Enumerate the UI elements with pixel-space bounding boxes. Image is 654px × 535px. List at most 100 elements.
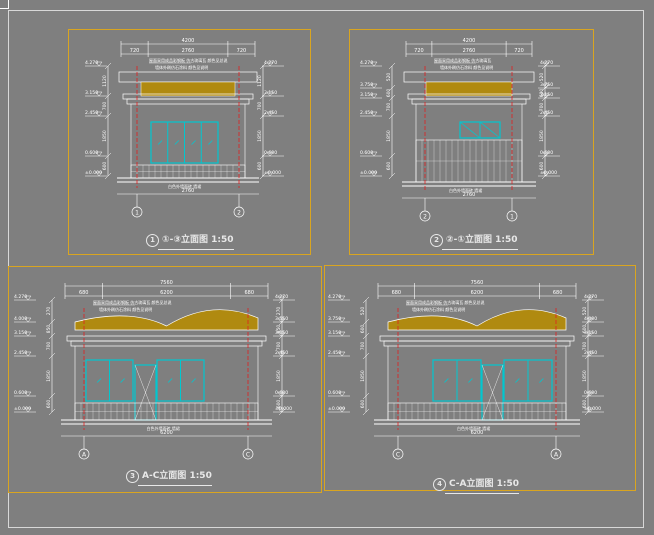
panel1-seg-right-label: 720 xyxy=(237,48,247,54)
panel4-elev-left-marker xyxy=(338,295,346,301)
panel3-window-hinge xyxy=(120,378,125,383)
panel3-elev-right-3: 2.450 xyxy=(275,350,288,356)
panel2-elev-right-1: 3.750 xyxy=(540,82,553,88)
panel3-top-total-label: 7560 xyxy=(160,280,173,286)
panel3-elev-right-marker xyxy=(277,391,285,397)
panel4-note-roof: 屋面采用成品彩钢板 仿古琉璃瓦 颜色见总说 xyxy=(406,299,485,305)
panel3-elev-right-2: 3.150 xyxy=(275,330,288,336)
panel2-roof-fill xyxy=(425,81,513,97)
panel3-elev-left-1: 4.000 xyxy=(14,316,27,322)
elevation-panel-1[interactable] xyxy=(68,29,311,255)
panel4-elev-right-2: 3.150 xyxy=(584,330,597,336)
panel3-vdim-label: 1850 xyxy=(46,370,52,382)
panel2-vdim-label: 600 xyxy=(386,162,392,171)
panel2-elev-left-3: 2.450 xyxy=(360,110,373,116)
panel2-elev-left-0: 4.270 xyxy=(360,60,373,66)
panel3-vdim-label: 850 xyxy=(276,325,282,334)
panel1-vdim-tick xyxy=(104,112,112,120)
panel3-vdim-label: 600 xyxy=(46,400,52,409)
panel4-vdim-label: 600 xyxy=(360,325,366,334)
panel2-note-roof: 屋面采用成品彩钢板 仿古琉璃瓦 xyxy=(434,57,491,63)
panel2-vdim-label: 520 xyxy=(386,73,392,82)
elevation-panel-4[interactable] xyxy=(324,265,636,491)
panel2-top-total-label: 4200 xyxy=(463,38,476,44)
panel4-door-swing xyxy=(481,364,504,421)
panel1-top-total-label: 4200 xyxy=(182,38,195,44)
panel3-elev-right-marker xyxy=(277,295,285,301)
panel4-elev-left-marker xyxy=(338,331,346,337)
panel1-seg-left-label: 720 xyxy=(130,48,140,54)
panel1-elev-left-marker xyxy=(95,151,103,157)
panel2-elev-right-marker xyxy=(542,93,550,99)
panel1-elev-right-marker xyxy=(266,111,274,117)
panel2-vdim-label: 520 xyxy=(539,73,545,82)
panel2-elev-left-marker xyxy=(370,111,378,117)
panel4-top-total-label: 7560 xyxy=(471,280,484,286)
panel1-elev-left-marker xyxy=(95,61,103,67)
panel4-note-wall: 墙体外刷仿石涂料 颜色见说明 xyxy=(412,306,465,312)
panel3-elev-right-marker xyxy=(277,317,285,323)
panel3-vdim-label: 850 xyxy=(46,325,52,334)
panel4-seg-left-label: 680 xyxy=(392,290,402,296)
panel3-vdim-label: 700 xyxy=(46,342,52,351)
panel1-elev-left-4: ±0.000 xyxy=(85,170,102,176)
panel3-axis-bubble-2 xyxy=(242,448,254,460)
panel3-elev-left-4: 0.600 xyxy=(14,390,27,396)
panel3-note-plinth: 白色外墙面砖 墙裙 xyxy=(147,425,180,431)
panel3-vdim-tick xyxy=(278,408,286,416)
panel4-elev-right-3: 2.450 xyxy=(584,350,597,356)
panel2-elev-left-5: ±0.000 xyxy=(360,170,377,176)
panel2-elev-right-marker xyxy=(542,61,550,67)
panel3-vdim-label: 270 xyxy=(276,307,282,316)
panel-title-text-3: A-C立面图 1:50 xyxy=(142,471,212,481)
panel3-note-wall: 墙体外刷仿石涂料 颜色见说明 xyxy=(99,306,152,312)
panel3-roof-arch xyxy=(74,309,259,331)
viewport-corner-marker xyxy=(0,0,9,9)
panel3-window-hinge xyxy=(167,378,173,383)
panel2-elev-right-marker xyxy=(542,151,550,157)
panel4-axis-bubble-1 xyxy=(392,448,404,460)
panel4-elev-left-1: 3.750 xyxy=(328,316,341,322)
panel2-vdim-tick xyxy=(388,152,396,160)
panel4-elev-right-marker xyxy=(586,351,594,357)
panel4-elev-left-3: 2.450 xyxy=(328,350,341,356)
panel2-vdim-label: 700 xyxy=(539,103,545,112)
panel3-vdim-tick xyxy=(278,332,286,340)
elevation-panel-3[interactable] xyxy=(8,266,322,493)
panel1-elev-right-marker xyxy=(266,91,274,97)
panel4-elev-left-5: ±0.000 xyxy=(328,406,345,412)
panel4-axis-label-2: A xyxy=(554,452,559,459)
panel3-elev-left-marker xyxy=(24,407,32,413)
panel3-vdim-tick xyxy=(278,318,286,326)
panel3-vdim-tick xyxy=(48,352,56,360)
panel3-elev-left-marker xyxy=(24,317,32,323)
panel3-elev-left-3: 2.450 xyxy=(14,350,27,356)
panel4-cornice-lower xyxy=(383,340,571,347)
panel2-elev-right-marker xyxy=(542,171,550,177)
panel3-elev-right-5: ±0.000 xyxy=(275,406,292,412)
panel3-elev-right-marker xyxy=(277,407,285,413)
panel3-cornice-upper xyxy=(66,335,267,342)
panel4-elev-right-marker xyxy=(586,391,594,397)
elevation-panel-2[interactable] xyxy=(349,29,594,255)
panel1-vdim-label: 600 xyxy=(102,162,108,171)
panel2-bottom-mid-label: 2760 xyxy=(463,192,476,198)
panel3-elev-right-marker xyxy=(277,351,285,357)
panel4-elev-left-marker xyxy=(338,407,346,413)
panel2-vdim-label: 1850 xyxy=(539,130,545,142)
panel4-vdim-tick xyxy=(584,352,592,360)
panel1-note-wall: 墙体外刷仿石涂料 颜色见说明 xyxy=(155,64,208,70)
panel4-elev-right-marker xyxy=(586,295,594,301)
panel3-elev-left-5: ±0.000 xyxy=(14,406,31,412)
panel1-elev-left-2: 2.450 xyxy=(85,110,98,116)
panel3-window-hinge xyxy=(191,378,196,383)
panel2-vdim-tick xyxy=(541,112,549,120)
panel-title-text-2: ②-①立面图 1:50 xyxy=(446,235,518,245)
panel4-vdim-label: 520 xyxy=(360,307,366,316)
panel1-vdim-label: 1120 xyxy=(257,75,263,87)
panel2-vdim-label: 700 xyxy=(386,103,392,112)
panel4-vdim-label: 700 xyxy=(582,342,588,351)
